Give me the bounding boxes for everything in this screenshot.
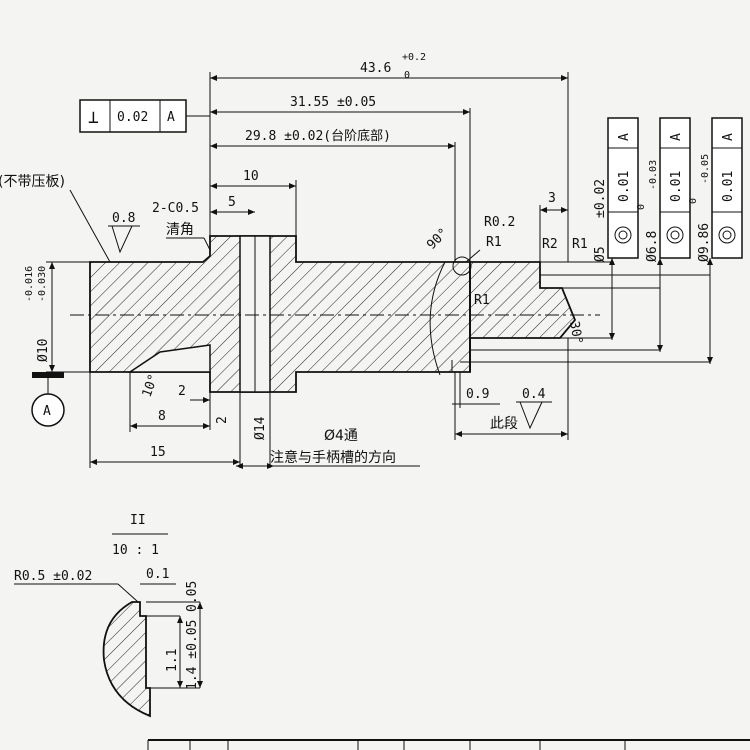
- detail-scale: 10 : 1: [112, 543, 159, 558]
- dim-2: 2: [178, 384, 186, 399]
- angle-90: 90°: [424, 226, 451, 253]
- detail-dim-11: 1.1: [165, 649, 180, 672]
- frame2-tol-lower: -0.03: [648, 160, 659, 190]
- frame2-datum: A: [669, 133, 684, 141]
- dim-5: 5: [228, 195, 236, 210]
- dim-10: 10: [243, 169, 259, 184]
- detail-dim-14: 1.4 ±0.05: [185, 620, 200, 690]
- part-body: [70, 235, 600, 393]
- perp-datum: A: [167, 110, 175, 125]
- r1-bottom-label: R1: [474, 293, 490, 308]
- top-dimensions: 43.6 +0.2 0 31.55 ±0.05 29.8 ±0.02(台阶底部)…: [209, 52, 569, 262]
- dim-overall-tol-upper: +0.2: [402, 52, 426, 63]
- r2-label: R2: [542, 237, 558, 252]
- hole-note-2: 注意与手柄槽的方向: [270, 449, 396, 466]
- surface-08: 0.8: [112, 211, 135, 226]
- surface-04: 0.4: [522, 387, 546, 402]
- datum-a-label: A: [43, 404, 51, 419]
- angle-30: 30°: [566, 320, 585, 346]
- frame1-value: 0.01: [617, 171, 632, 202]
- left-annotations: (不带压板) 0.8 2-C0.5 清角 Ø10 -0.016 -0.030 A: [0, 174, 211, 427]
- clear-corner-label: 清角: [166, 222, 194, 238]
- frame3-tol-upper: 0: [688, 198, 699, 204]
- frame3-value: 0.01: [721, 171, 736, 202]
- dim-3: 3: [548, 191, 556, 206]
- detail-label: II: [130, 513, 146, 528]
- detail-radius: R0.5 ±0.02: [14, 569, 92, 584]
- r1-right-label: R1: [572, 237, 588, 252]
- perp-value: 0.02: [117, 110, 148, 125]
- dim-29-8: 29.8 ±0.02(台阶底部): [245, 128, 391, 144]
- detail-dim-05: 0.05: [185, 581, 200, 612]
- dim-overall-length: 43.6: [360, 61, 391, 76]
- r1-top-label: R1: [486, 235, 502, 250]
- frame3-dia: Ø9.86: [697, 223, 712, 262]
- r02-label: R0.2: [484, 215, 515, 230]
- frame3-datum: A: [721, 133, 736, 141]
- right-annotations: 90° R0.2 R1 R1 R2 R1 30° 0.9 0.4 此段: [424, 215, 713, 440]
- dim-09: 0.9: [466, 387, 489, 402]
- frame3-tol-lower: -0.05: [700, 154, 711, 184]
- perpendicular-icon: ⊥: [88, 107, 99, 128]
- no-plate-label: (不带压板): [0, 174, 65, 190]
- frame2-dia: Ø6.8: [645, 231, 660, 262]
- dia10-tol-upper: -0.016: [24, 266, 35, 302]
- diameter-frames: A 0.01 Ø5 ±0.02 A 0.01 Ø6.8 0 -0.03 A 0.…: [593, 117, 743, 262]
- frame2-tol-upper: 0: [636, 204, 647, 210]
- dim-overall-tol-lower: 0: [404, 70, 410, 81]
- frame1-datum: A: [617, 133, 632, 141]
- dim-d14: Ø14: [253, 416, 268, 440]
- dim-8: 8: [158, 409, 166, 424]
- frame1-tol: ±0.02: [593, 179, 608, 218]
- perpendicularity-frame: ⊥ 0.02 A: [79, 99, 210, 133]
- detail-gap: 0.1: [146, 567, 169, 582]
- dim-31-55: 31.55 ±0.05: [290, 95, 376, 110]
- title-block: [147, 739, 750, 750]
- dim-15: 15: [150, 445, 166, 460]
- dim-2-vertical: 2: [215, 416, 230, 424]
- dia10-label: Ø10: [36, 339, 51, 362]
- hole-note-1: Ø4通: [324, 428, 358, 444]
- dia10-tol-lower: -0.030: [37, 266, 48, 302]
- this-section-label: 此段: [490, 416, 518, 432]
- detail-view: II 10 : 1 R0.5 ±0.02 0.1 1.1 1.4 ±0.05 0…: [14, 513, 203, 718]
- chamfer-label: 2-C0.5: [152, 201, 199, 216]
- frame1-dia: Ø5: [593, 246, 608, 262]
- angle-10: 10°: [140, 372, 162, 399]
- frame2-value: 0.01: [669, 171, 684, 202]
